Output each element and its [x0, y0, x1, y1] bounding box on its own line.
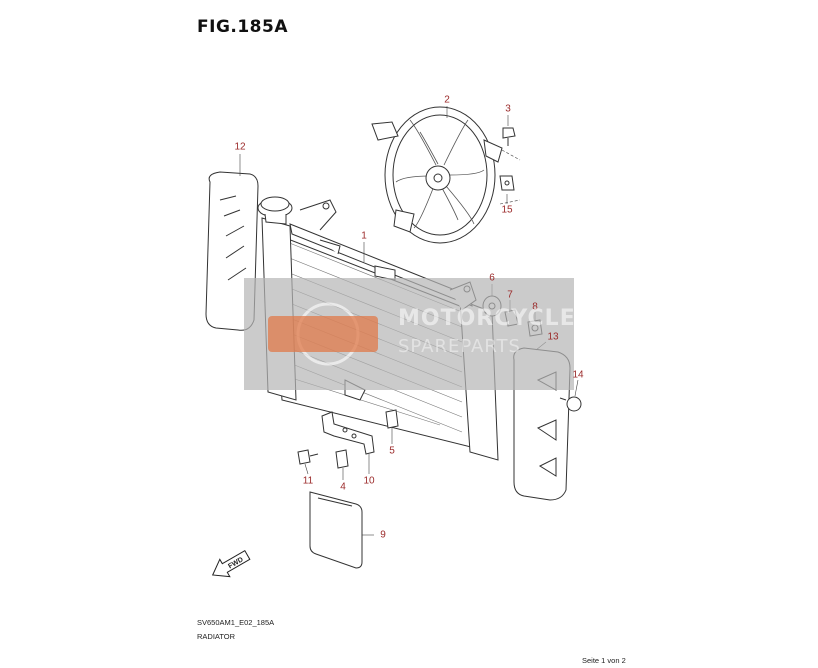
callout-10: 10 [363, 475, 375, 487]
callout-4: 4 [340, 481, 346, 493]
callout-14: 14 [572, 369, 584, 381]
callout-3: 3 [505, 103, 511, 115]
part-3-bolt [502, 127, 516, 146]
watermark-line-2: SPAREPARTS [398, 336, 521, 357]
fwd-arrow-icon: FWD [211, 549, 251, 578]
fwd-label: FWD [227, 556, 244, 570]
callout-8: 8 [532, 301, 538, 313]
callout-11: 11 [302, 475, 314, 487]
callout-13: 13 [547, 331, 559, 343]
page-indicator: Seite 1 von 2 [582, 656, 626, 665]
callout-2: 2 [444, 94, 450, 106]
part-11-screw [297, 449, 319, 465]
watermark-logo-icon [268, 302, 378, 366]
watermark-line-1: MOTORCYCLE [398, 306, 576, 331]
part-14-bolt [559, 396, 582, 412]
callout-7: 7 [507, 289, 513, 301]
cooling-fan [371, 106, 503, 244]
part-15-clip [499, 175, 515, 191]
part-9-plate [309, 491, 363, 569]
part-4-clip [335, 449, 349, 469]
callout-12: 12 [234, 141, 246, 153]
callout-6: 6 [489, 272, 495, 284]
figure-title: FIG.185A [197, 17, 288, 37]
callout-15: 15 [501, 204, 513, 216]
callout-1: 1 [361, 230, 367, 242]
section-name: RADIATOR [197, 632, 236, 641]
callout-9: 9 [380, 529, 386, 541]
model-code: SV650AM1_E02_185A [197, 618, 275, 627]
part-10-bracket [321, 411, 375, 455]
part-5-clip [385, 409, 399, 429]
callout-5: 5 [389, 445, 395, 457]
